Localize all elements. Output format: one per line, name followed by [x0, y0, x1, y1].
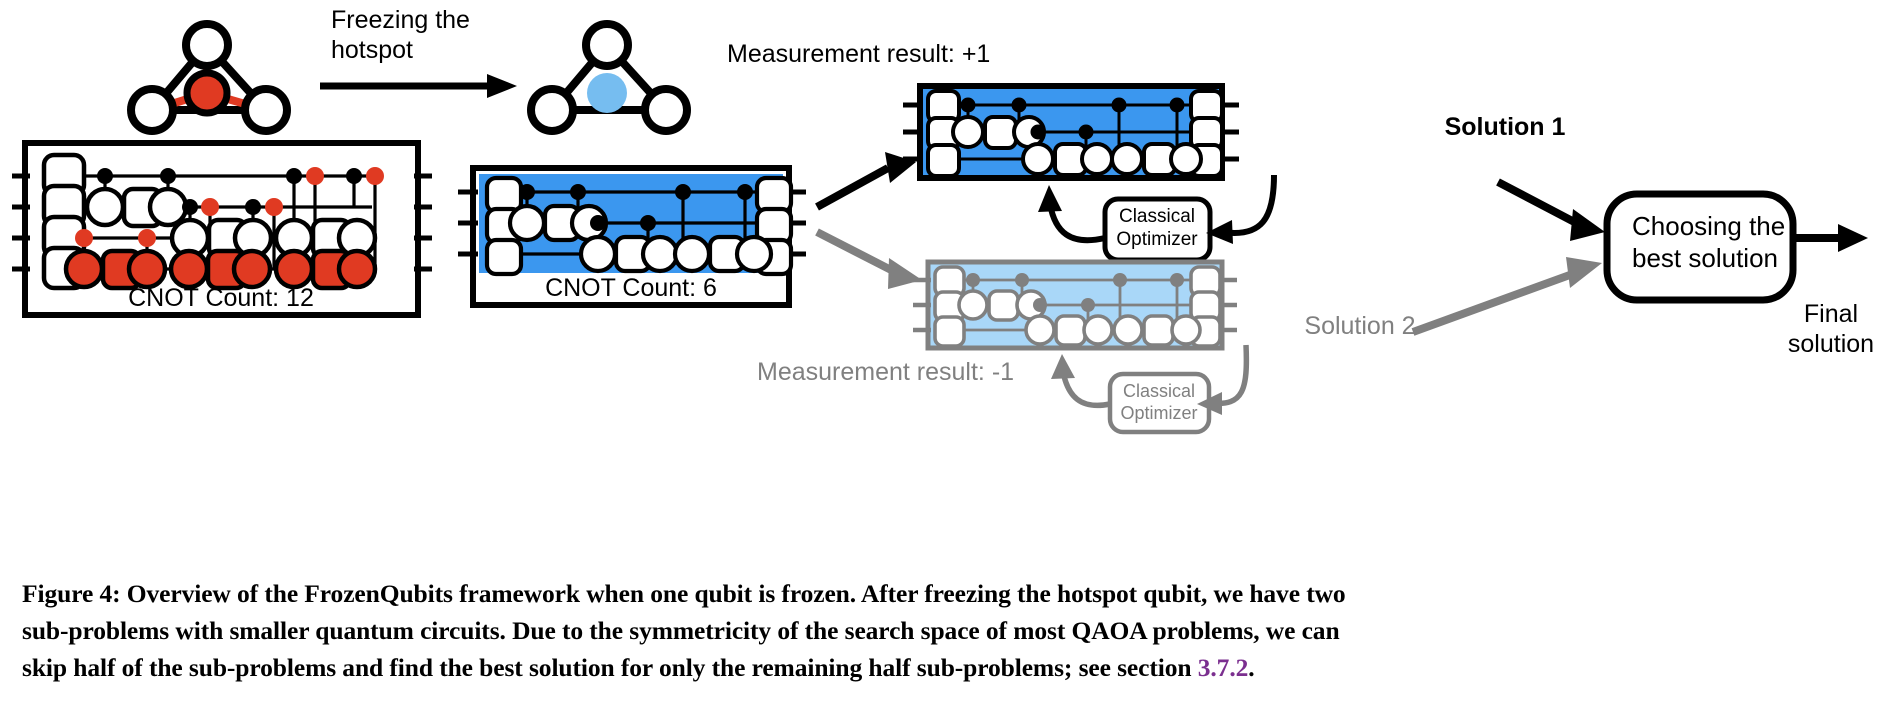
gate-circle-red-2: [126, 248, 168, 290]
graph-node-right: [241, 85, 291, 135]
sub2-output-stubs: [1219, 277, 1237, 333]
frozen-node-hotspot: [587, 73, 627, 113]
choosing-best-solution-box[interactable]: Choosing the best solution: [1603, 190, 1797, 304]
reduced-gate-circle-6: [734, 234, 774, 274]
classical-optimizer-top-line2: Optimizer: [1116, 229, 1198, 250]
classical-optimizer-top[interactable]: Classical Optimizer: [1102, 196, 1213, 263]
sub2-input-stubs: [913, 277, 931, 333]
freezing-label-line1: Freezing the: [331, 6, 470, 34]
sub1-circle-4: [1080, 142, 1114, 176]
caption-line-1: Figure 4: Overview of the FrozenQubits f…: [22, 579, 1346, 608]
arrow-solution1-to-choose: [1496, 178, 1605, 241]
sub1-circle-3: [1021, 142, 1055, 176]
caption-line-3: skip half of the sub-problems and find t…: [22, 649, 1867, 686]
solution-1-label: Solution 1: [1445, 113, 1566, 141]
final-solution-arrow: [1795, 224, 1868, 252]
classical-optimizer-bottom[interactable]: Classical Optimizer: [1107, 371, 1212, 435]
caption-line-3-end: .: [1248, 653, 1255, 682]
circuit-reduced-input-stubs: [458, 189, 478, 257]
arrow-solution2-to-choose: [1411, 257, 1602, 336]
gate-circle-2: [147, 186, 189, 228]
cnot-count-reduced-label: CNOT Count: 6: [545, 274, 717, 302]
frozen-node-top: [582, 20, 632, 70]
gate-circle-1: [84, 186, 126, 228]
reduced-gate-box-q3: [484, 237, 524, 277]
reduced-control-dots: [519, 184, 753, 231]
frozen-node-right: [641, 85, 691, 135]
cnot-count-full-label: CNOT Count: 12: [128, 284, 314, 312]
sub1-circle-5: [1110, 142, 1144, 176]
split-arrow-down: [815, 228, 922, 289]
frozen-node-left: [527, 85, 577, 135]
sub2-circle-1: [957, 289, 989, 321]
sub1-box-q3: [926, 143, 961, 178]
circuit-reduced: CNOT Count: 6: [458, 165, 806, 308]
sub2-gatebox-1: [987, 289, 1020, 322]
sub1-circle-6: [1169, 142, 1203, 176]
caption-section-link[interactable]: 3.7.2: [1197, 653, 1249, 682]
caption-line-2: sub-problems with smaller quantum circui…: [22, 616, 1340, 645]
freezing-arrow: [320, 74, 517, 98]
classical-optimizer-top-line1: Classical: [1119, 206, 1195, 227]
figure-caption: Figure 4: Overview of the FrozenQubits f…: [22, 575, 1867, 686]
optimizer-bottom-out-arrow: [1051, 354, 1111, 409]
sub2-circle-6: [1170, 314, 1202, 346]
circuit-subproblem-positive: [903, 83, 1239, 181]
gate-circle-red-3: [168, 248, 210, 290]
measurement-result-negative: Measurement result: -1: [757, 358, 1014, 386]
sub2-control-dots: [966, 273, 1184, 312]
reduced-gate-circle-4: [640, 234, 680, 274]
split-arrow-up: [815, 152, 916, 211]
gate-circle-red-1: [63, 248, 105, 290]
optimizer-bottom-in-arrow: [1197, 344, 1250, 415]
sub2-circle-4: [1082, 314, 1114, 346]
solution-2-label: Solution 2: [1304, 312, 1415, 340]
circuit-subproblem-negative: [913, 259, 1237, 351]
choosing-label-line1: Choosing the: [1632, 211, 1785, 241]
control-dots-red: [75, 167, 384, 247]
sub1-control-dots: [960, 97, 1185, 140]
caption-line-3-text: skip half of the sub-problems and find t…: [22, 653, 1198, 682]
sub2-gatebox-2: [1054, 314, 1087, 347]
graph-node-hotspot: [183, 69, 231, 117]
graph-node-top: [182, 20, 232, 70]
reduced-gate-circle-1: [507, 203, 547, 243]
choosing-label-line2: best solution: [1632, 243, 1778, 273]
sub2-box-q3: [933, 315, 966, 348]
optimizer-top-out-arrow: [1038, 185, 1106, 244]
measurement-result-positive: Measurement result: +1: [727, 40, 990, 68]
reduced-gate-circle-5: [672, 234, 712, 274]
classical-optimizer-bottom-line1: Classical: [1123, 381, 1195, 401]
sub2-circle-5: [1112, 314, 1144, 346]
optimizer-top-in-arrow: [1206, 174, 1277, 244]
sub1-circle-1: [951, 115, 985, 149]
control-dots-black: [97, 168, 362, 215]
sub1-input-stubs: [903, 102, 923, 162]
gate-circle-red-6: [336, 248, 378, 290]
graph-node-left: [127, 85, 177, 135]
circuit-full-input-stubs: [12, 173, 30, 272]
sub1-gatebox-1: [983, 115, 1018, 150]
freezing-label-line2: hotspot: [331, 36, 413, 64]
sub2-circle-3: [1024, 314, 1056, 346]
final-solution-line2: solution: [1788, 330, 1874, 358]
final-solution-line1: Final: [1804, 300, 1858, 328]
graph-frozen: [527, 20, 691, 135]
circuit-full: CNOT Count: 12: [12, 140, 432, 318]
gate-circle-red-4: [231, 248, 273, 290]
classical-optimizer-bottom-line2: Optimizer: [1120, 403, 1197, 423]
sub2-gatebox-3: [1142, 314, 1175, 347]
graph-original: [127, 20, 291, 135]
circuit-full-output-stubs: [414, 173, 432, 272]
reduced-gate-circle-3: [578, 234, 618, 274]
gate-circle-red-5: [273, 248, 315, 290]
